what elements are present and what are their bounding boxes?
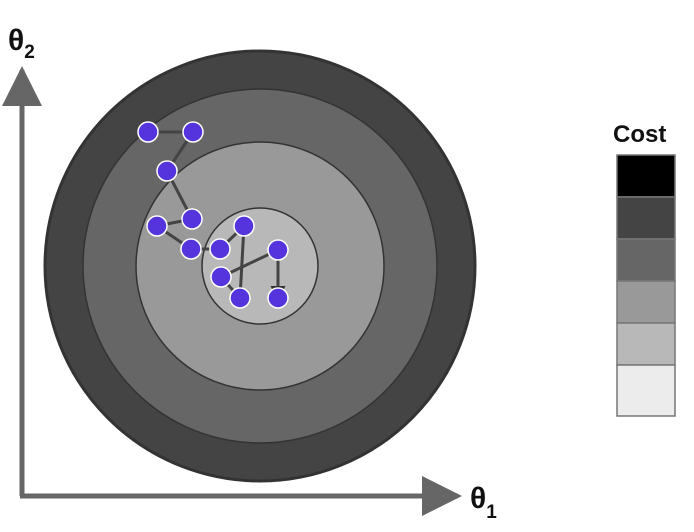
legend-swatch-1: [616, 154, 676, 198]
step-point-4: [181, 208, 203, 230]
legend-swatches: [616, 154, 676, 417]
legend-swatch-6: [616, 364, 676, 417]
cost-contours: [43, 49, 477, 483]
descent-path: [137, 121, 289, 309]
y-axis-symbol: θ: [8, 24, 24, 57]
x-axis-subscript: 1: [486, 502, 497, 523]
step-point-8: [233, 215, 255, 237]
y-axis-label: θ2: [8, 24, 35, 63]
legend-swatch-3: [616, 238, 676, 282]
legend-title: Cost: [613, 121, 666, 148]
legend-swatch-5: [616, 322, 676, 366]
axes: θ2 θ1: [1, 24, 497, 523]
y-axis-subscript: 2: [24, 42, 35, 63]
step-point-3: [156, 160, 178, 182]
step-point-5: [146, 215, 168, 237]
step-point-12: [267, 287, 289, 309]
x-axis-label: θ1: [470, 482, 497, 523]
legend-swatch-4: [616, 280, 676, 324]
step-point-7: [209, 238, 231, 260]
descent-points: [137, 121, 289, 309]
step-point-11: [267, 239, 289, 261]
step-point-1: [137, 121, 159, 143]
step-point-9: [229, 287, 251, 309]
cost-legend: Cost: [613, 121, 676, 417]
step-point-2: [182, 121, 204, 143]
step-point-10: [210, 266, 232, 288]
x-axis-symbol: θ: [470, 482, 486, 515]
step-point-6: [180, 238, 202, 260]
legend-swatch-2: [616, 196, 676, 240]
contour-ring-4: [201, 207, 319, 325]
step-8: [238, 225, 246, 299]
